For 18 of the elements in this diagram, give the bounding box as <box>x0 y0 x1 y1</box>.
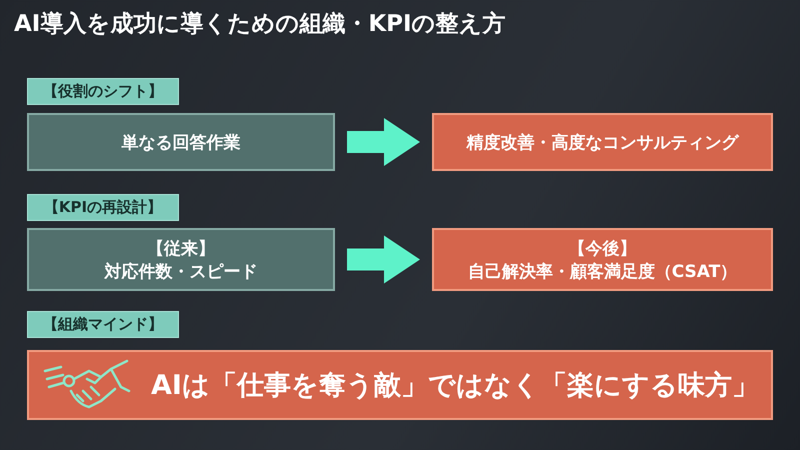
banner-text: AIは「仕事を奪う敵」ではなく「楽にする味方」 <box>151 369 759 403</box>
arrow <box>347 118 420 166</box>
section-heading: 【KPIの再設計】 <box>27 194 179 221</box>
box-text: 【今後】 <box>568 238 636 260</box>
box-text: 【従来】 <box>147 238 215 260</box>
text-box <box>27 228 335 291</box>
section-heading: 【組織マインド】 <box>27 311 179 338</box>
section-heading: 【役割のシフト】 <box>27 78 179 105</box>
text-box <box>27 113 335 171</box>
box-text: 自己解決率・顧客満足度（CSAT） <box>468 260 738 282</box>
arrow <box>347 236 420 284</box>
box-text: 対応件数・スピード <box>104 260 258 282</box>
banner-box <box>27 350 773 420</box>
slide-title: AI導入を成功に導くための組織・KPIの整え方 <box>14 10 506 39</box>
text-box <box>432 113 773 171</box>
box-text: 精度改善・高度なコンサルティング <box>466 132 738 154</box>
text-box <box>432 228 773 291</box>
box-text: 単なる回答作業 <box>122 132 240 154</box>
